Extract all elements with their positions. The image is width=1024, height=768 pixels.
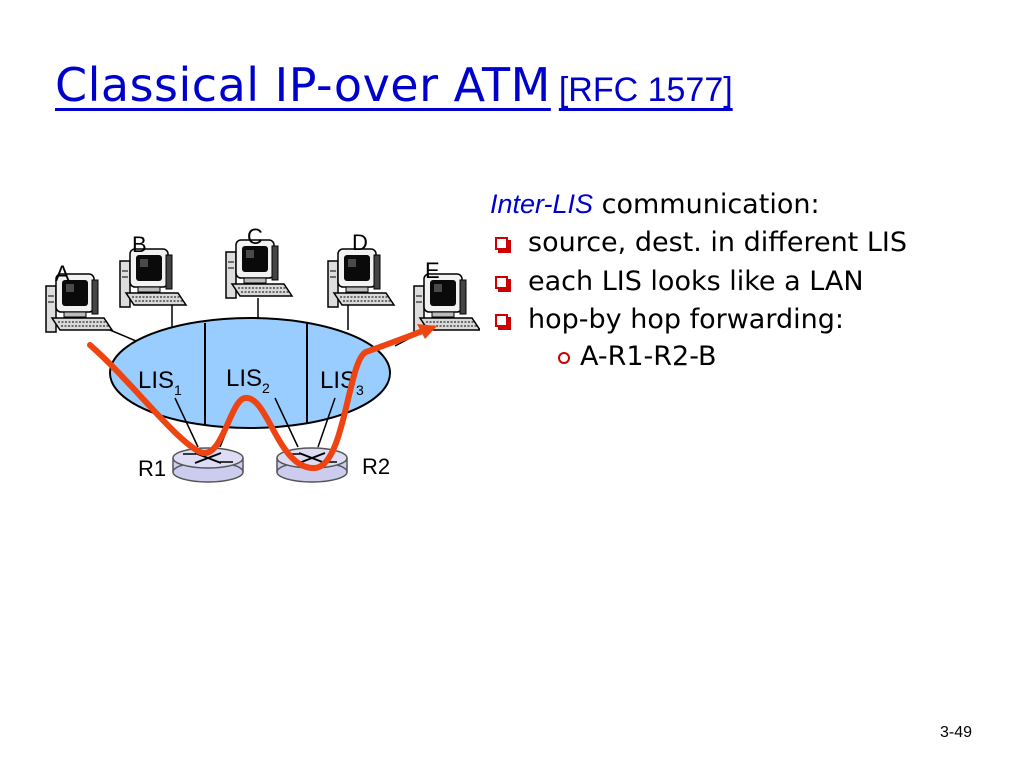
host-d-label: D bbox=[352, 230, 368, 255]
host-b-label: B bbox=[132, 232, 147, 257]
slide-content: Inter-LIS communication: source, dest. i… bbox=[490, 188, 990, 379]
bullet-text: hop-by hop forwarding: bbox=[528, 304, 844, 336]
atm-network-ellipse bbox=[109, 317, 391, 429]
slide-title: Classical IP-over ATM[RFC 1577] bbox=[55, 58, 733, 112]
router-r1-label: R1 bbox=[138, 456, 166, 481]
content-subtitle: Inter-LIS communication: bbox=[490, 188, 990, 221]
title-reference: [RFC 1577] bbox=[558, 71, 733, 109]
title-main: Classical IP-over ATM bbox=[55, 58, 551, 112]
host-a-label: A bbox=[55, 261, 70, 286]
subtitle-emphasis: Inter-LIS bbox=[490, 189, 594, 219]
computer-icon bbox=[327, 248, 395, 308]
bullet-text: source, dest. in different LIS bbox=[528, 227, 907, 259]
forwarding-path bbox=[87, 327, 428, 472]
bullet-list: source, dest. in different LIS each LIS … bbox=[490, 227, 990, 373]
bullet-item: hop-by hop forwarding: A-R1-R2-B bbox=[490, 304, 990, 373]
bullet-text: each LIS looks like a LAN bbox=[528, 265, 864, 297]
lis-2-label: LIS2 bbox=[226, 365, 270, 396]
host-e-label: E bbox=[425, 258, 440, 283]
computer-icon bbox=[413, 273, 480, 333]
bullet-item: each LIS looks like a LAN bbox=[490, 266, 990, 298]
sub-bullet-text: A-R1-R2-B bbox=[580, 340, 717, 372]
router-r2-label: R2 bbox=[362, 454, 390, 479]
path-arrowhead bbox=[417, 324, 437, 339]
slide-number: 3-49 bbox=[940, 724, 973, 741]
bullet-item: source, dest. in different LIS bbox=[490, 227, 990, 259]
subtitle-text: communication: bbox=[593, 189, 820, 220]
ip-over-atm-diagram: LIS1 LIS2 LIS3 A B C D E R1 R2 bbox=[45, 224, 480, 483]
sub-bullet-list: A-R1-R2-B bbox=[528, 341, 990, 373]
lis-1-label: LIS1 bbox=[138, 367, 182, 398]
host-c-label: C bbox=[247, 224, 263, 249]
sub-bullet-item: A-R1-R2-B bbox=[556, 341, 990, 373]
computer-icon bbox=[119, 248, 187, 308]
